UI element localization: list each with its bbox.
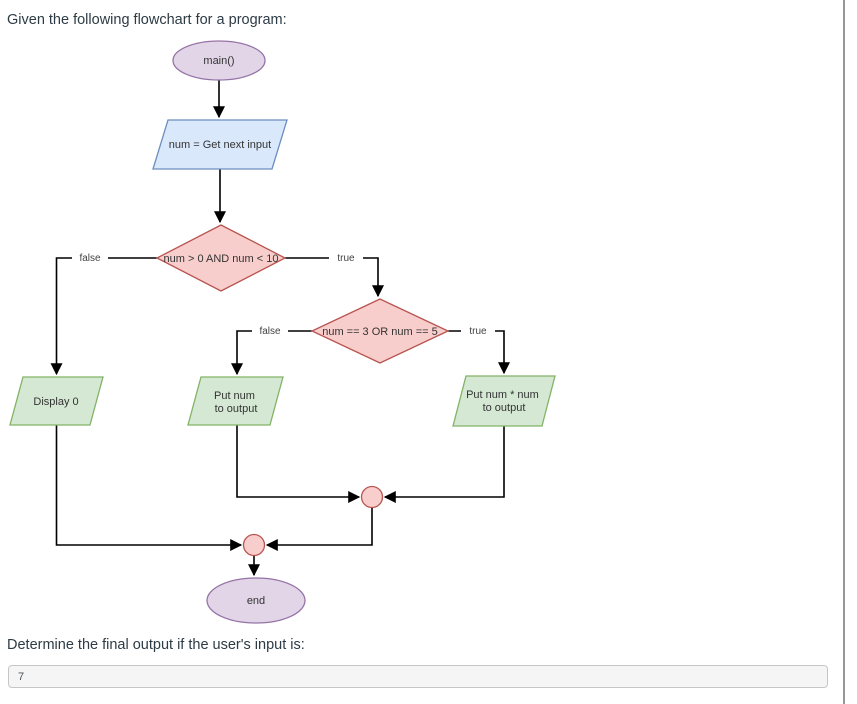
flowchart-edges <box>50 80 510 577</box>
decision-node-range-check <box>155 224 287 292</box>
label-backing <box>252 323 288 339</box>
io-node-get-input <box>152 119 288 170</box>
edge-putnumsq-to-join1 <box>383 426 505 503</box>
output-node-display0-label: Display 0 <box>33 396 78 408</box>
vertical-divider <box>843 0 845 704</box>
label-backing <box>329 250 363 266</box>
flowchart-diagram: false true false true main() num = Get n… <box>9 40 556 624</box>
output-node-put-num-squared <box>452 375 556 427</box>
terminal-node-end-label: end <box>247 595 265 607</box>
output-node-put-num-squared-label: Put num * num to output <box>466 389 542 414</box>
decision1-false-label: false <box>79 253 101 264</box>
connector-junction-2 <box>242 533 266 557</box>
decision-node-equality-check-label: num == 3 OR num == 5 <box>322 326 438 338</box>
terminal-node-main-label: main() <box>203 55 234 67</box>
connector-junction-1 <box>360 485 384 509</box>
edge-display0-to-join2 <box>55 425 243 551</box>
label-backing <box>461 323 495 339</box>
decision1-true-label: true <box>337 253 355 264</box>
io-node-get-input-label: num = Get next input <box>169 139 271 151</box>
decision2-false-label: false <box>259 326 281 337</box>
output-node-display0 <box>9 376 104 426</box>
edge-decision1-false <box>50 257 157 376</box>
decision-node-range-check-label: num > 0 AND num < 10 <box>164 253 279 265</box>
edge-putnum-to-join1 <box>236 425 361 503</box>
output-node-put-num <box>187 376 284 426</box>
question-text: Determine the final output if the user's… <box>7 637 305 653</box>
label-backing <box>72 250 108 266</box>
terminal-node-main <box>172 40 266 81</box>
output-node-put-num-label: Put num to output <box>214 390 258 415</box>
edge-decision1-true <box>285 257 384 298</box>
edge-labels: false true false true <box>72 250 495 339</box>
terminal-node-end <box>206 577 306 624</box>
answer-input[interactable] <box>8 665 828 688</box>
edge-join1-to-join2 <box>265 508 373 551</box>
decision-node-equality-check <box>310 298 450 364</box>
flowchart-nodes: main() num = Get next input num > 0 AND … <box>9 40 556 624</box>
question-intro-text: Given the following flowchart for a prog… <box>7 12 287 28</box>
decision2-true-label: true <box>469 326 487 337</box>
